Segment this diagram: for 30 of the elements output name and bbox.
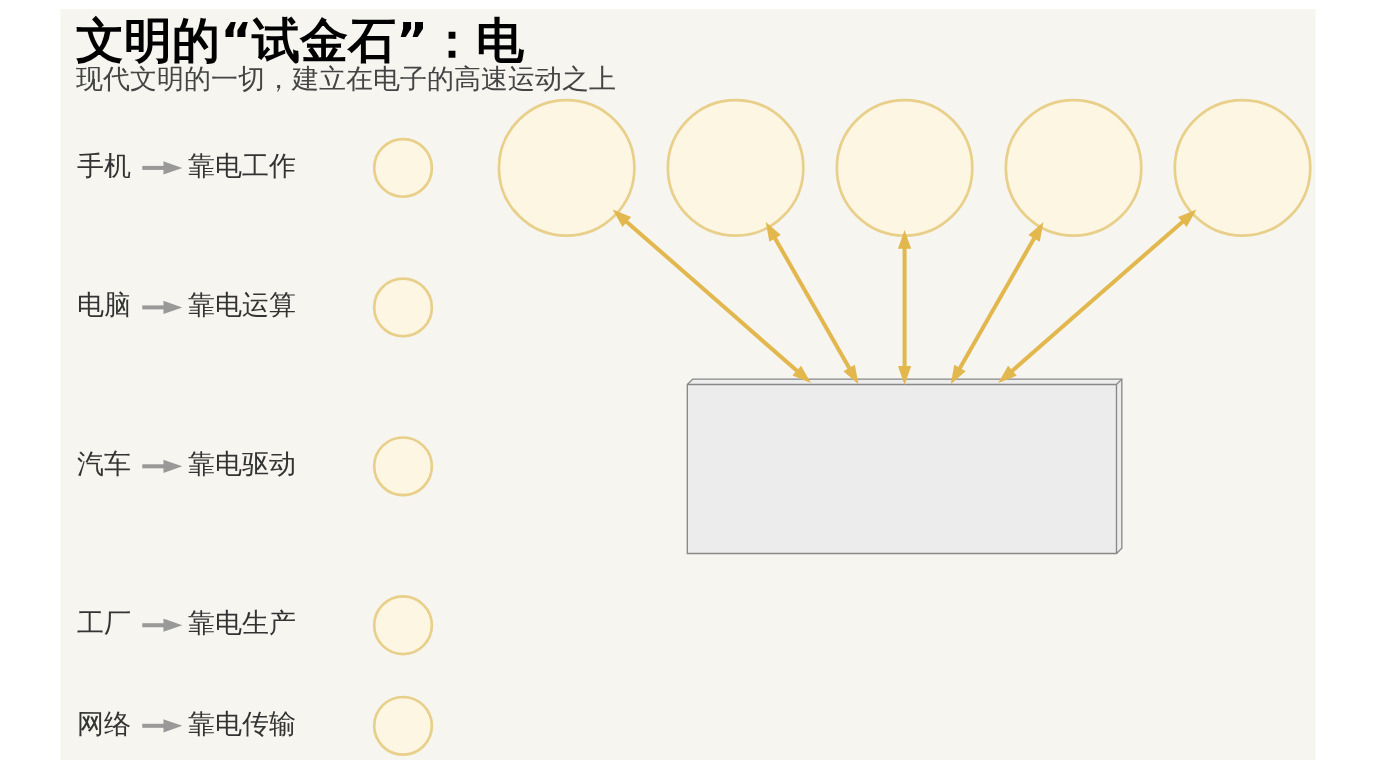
node-circle [666, 98, 805, 237]
node-text: 电脑 [76, 288, 131, 320]
arrow [142, 618, 183, 632]
arrow [142, 459, 183, 473]
arrow [612, 209, 811, 383]
node-circle [372, 435, 434, 496]
arrow [950, 221, 1044, 384]
node-circle [372, 276, 434, 338]
arrow [142, 300, 183, 314]
arrow [142, 160, 183, 174]
node-circle [1173, 98, 1312, 237]
node-text: 工厂 [76, 606, 131, 638]
arrow [998, 209, 1197, 383]
arrow [765, 221, 859, 384]
node-circle [835, 98, 974, 237]
node-circle [497, 98, 636, 237]
node-circle [372, 137, 434, 198]
node-text: 网络 [76, 707, 131, 739]
node-circle [372, 594, 434, 655]
node-text: 靠电传输 [188, 707, 297, 739]
node-text: 靠电驱动 [188, 447, 297, 479]
arrow [142, 718, 183, 732]
node-text: 汽车 [76, 447, 131, 479]
node-text: 手机 [76, 149, 131, 181]
node-text: 靠电生产 [188, 606, 297, 638]
node-circle [1004, 98, 1143, 237]
node-circle [372, 695, 434, 756]
arrow [898, 229, 912, 385]
node-text: 靠电工作 [188, 149, 297, 181]
node-text: 靠电运算 [188, 288, 297, 320]
